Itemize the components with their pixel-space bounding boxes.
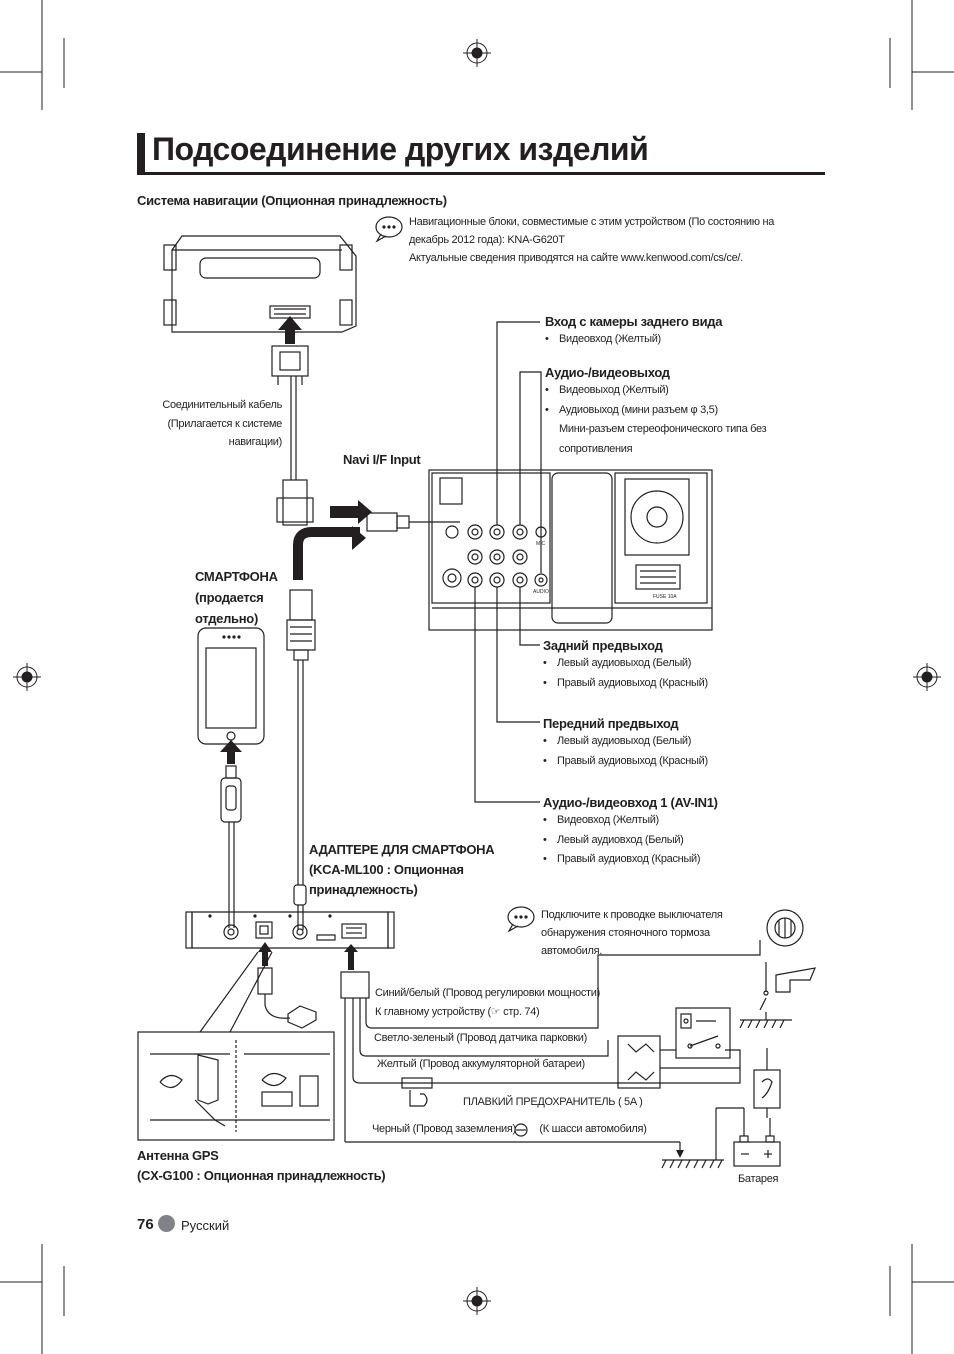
battery-fuse-icon	[753, 1048, 781, 1118]
navi-if-input-label: Navi I/F Input	[343, 452, 421, 467]
gps-label-line-1: Антенна GPS	[137, 1148, 219, 1163]
av-in1-item: Левый аудиовход (Белый)	[543, 831, 718, 851]
black-wire-text: Черный (Провод заземления)	[372, 1123, 516, 1135]
connection-cable-line-3: навигации)	[228, 436, 283, 448]
connection-cable-line-2: (Прилагается к системе	[167, 417, 282, 430]
smartphone-icon	[197, 627, 265, 745]
black-wire-label: Черный (Провод заземления) (К шасси авто…	[372, 1123, 647, 1135]
page-dot-icon	[158, 1215, 175, 1232]
smartphone-cable	[220, 765, 242, 928]
page-number: 76	[137, 1216, 154, 1233]
registration-mark-left	[13, 663, 41, 691]
gps-cable	[199, 942, 317, 1033]
navigation-unit	[163, 235, 357, 333]
rear-preout-block: Задний предвыход Левый аудиовыход (Белый…	[543, 638, 708, 693]
smartphone-label-line-1: СМАРТФОНА	[195, 569, 278, 584]
wiring-harness	[340, 940, 761, 1143]
rear-camera-title: Вход с камеры заднего вида	[545, 314, 723, 329]
navi-note: Навигационные блоки, совместимые с этим …	[409, 213, 829, 267]
page-title: Подсоединение других изделий	[152, 131, 649, 167]
ignition-switch-icon	[675, 1007, 731, 1059]
page-language: Русский	[181, 1218, 230, 1233]
av-output-item: Видеовыход (Желтый)	[545, 381, 766, 401]
av-in1-item: Видеовход (Желтый)	[543, 811, 718, 831]
adapter-label-line-2: (KCA-ML100 : Опционная	[309, 862, 464, 877]
smartphone-label: СМАРТФОНА (продается отдельно)	[195, 566, 278, 629]
navi-note-line-2: декабрь 2012 года): KNA-G620T	[409, 234, 565, 246]
wire-paths-power	[660, 1049, 740, 1069]
ground-symbol-icon	[514, 1123, 528, 1137]
light-green-wire-label: Светло-зеленый (Провод датчика парковки)	[374, 1032, 587, 1044]
rear-preout-title: Задний предвыход	[543, 638, 663, 653]
head-unit-mic-label: MIC	[536, 541, 546, 547]
battery-icon	[715, 1107, 781, 1167]
registration-mark-top	[463, 39, 491, 67]
fuse-box-icon	[617, 1035, 661, 1089]
adapter-label-line-3: принадлежность)	[309, 882, 418, 897]
navi-input-plug	[366, 512, 460, 532]
arrow-right-navi-input-icon	[330, 500, 372, 524]
black-wire-chassis: (К шасси автомобиля)	[539, 1123, 647, 1135]
smartphone-adapter-label: АДАПТЕРЕ ДЛЯ СМАРТФОНА (KCA-ML100 : Опци…	[309, 840, 495, 900]
front-preout-item: Правый аудиовыход (Красный)	[543, 752, 708, 772]
gps-install-illustration	[137, 1031, 335, 1141]
connection-cable-label: Соединительный кабель (Прилагается к сис…	[160, 396, 282, 452]
smartphone-adapter-plug	[286, 589, 316, 930]
av-in1-block: Аудио-/видеовход 1 (AV-IN1) Видеовход (Ж…	[543, 795, 718, 870]
smartphone-label-line-2: (продается	[195, 590, 264, 605]
arrow-right-cable-icon	[352, 526, 366, 550]
smartphone-adapter-cable	[293, 527, 360, 580]
note-icon-1	[375, 216, 403, 243]
av-in1-title: Аудио-/видеовход 1 (AV-IN1)	[543, 795, 718, 810]
smartphone-label-line-3: отдельно)	[195, 611, 258, 626]
connection-cable	[271, 345, 314, 526]
arrow-up-navi-icon	[278, 316, 302, 344]
section-title: Система навигации (Опционная принадлежно…	[137, 193, 447, 208]
adapter-label-line-1: АДАПТЕРЕ ДЛЯ СМАРТФОНА	[309, 842, 495, 857]
av-output-item: Аудиовыход (мини разъем φ 3,5)	[545, 401, 766, 421]
rear-camera-block: Вход с камеры заднего вида Видеовход (Же…	[545, 314, 722, 350]
rear-preout-item: Правый аудиовыход (Красный)	[543, 674, 708, 694]
head-unit-fuse-label: FUSE 10A	[653, 594, 677, 600]
title-underline	[137, 172, 825, 175]
av-output-block: Аудио-/видеовыход Видеовыход (Желтый) Ау…	[545, 365, 767, 459]
av-output-title: Аудио-/видеовыход	[545, 365, 670, 380]
battery-label: Батарея	[738, 1173, 779, 1185]
rear-preout-item: Левый аудиовыход (Белый)	[543, 654, 708, 674]
head-unit-audio-label: AUDIO	[533, 589, 549, 595]
front-preout-block: Передний предвыход Левый аудиовыход (Бел…	[543, 716, 708, 771]
gps-antenna-label: Антенна GPS (CX-G100 : Опционная принадл…	[137, 1146, 386, 1186]
parking-note-line-3: автомобиля.	[541, 945, 603, 957]
fuse-label: ПЛАВКИЙ ПРЕДОХРАНИТЕЛЬ ( 5A )	[463, 1096, 643, 1108]
blue-white-wire-line-2: К главному устройству (☞ стр. 74)	[375, 1006, 540, 1018]
smartphone-adapter-box	[185, 911, 395, 949]
title-bar-accent	[137, 133, 145, 173]
navi-note-line-3: Актуальные сведения приводятся на сайте …	[409, 252, 743, 264]
leader-lines	[474, 321, 542, 803]
blue-white-wire-line-1: Синий/белый (Провод регулировки мощности…	[375, 987, 600, 999]
front-preout-title: Передний предвыход	[543, 716, 679, 731]
parking-brake-switch-icon	[739, 909, 816, 1029]
arrow-up-smartphone-icon	[220, 740, 242, 764]
rear-camera-item: Видеовход (Желтый)	[545, 330, 722, 350]
connection-cable-line-1: Соединительный кабель	[162, 399, 282, 411]
gps-label-line-2: (CX-G100 : Опционная принадлежность)	[137, 1168, 386, 1183]
registration-mark-bottom	[463, 1287, 491, 1315]
av-in1-item: Правый аудиовход (Красный)	[543, 850, 718, 870]
head-unit-rear	[428, 469, 713, 631]
front-preout-item: Левый аудиовыход (Белый)	[543, 732, 708, 752]
note-icon-2	[507, 906, 535, 933]
navi-note-line-1: Навигационные блоки, совместимые с этим …	[409, 216, 775, 228]
av-output-extra-2: сопротивления	[559, 442, 633, 455]
ground-chassis-icon	[661, 1142, 724, 1169]
parking-note-line-1: Подключите к проводке выключателя	[541, 909, 723, 921]
parking-note-line-2: обнаружения стояночного тормоза	[541, 927, 710, 939]
parking-brake-note: Подключите к проводке выключателя обнару…	[541, 906, 723, 960]
av-output-extra-1: Мини-разъем стереофонического типа без	[559, 423, 767, 435]
yellow-wire-label: Желтый (Провод аккумуляторной батареи)	[377, 1058, 585, 1070]
registration-mark-right	[913, 663, 941, 691]
blue-white-wire-label: Синий/белый (Провод регулировки мощности…	[375, 984, 600, 1022]
